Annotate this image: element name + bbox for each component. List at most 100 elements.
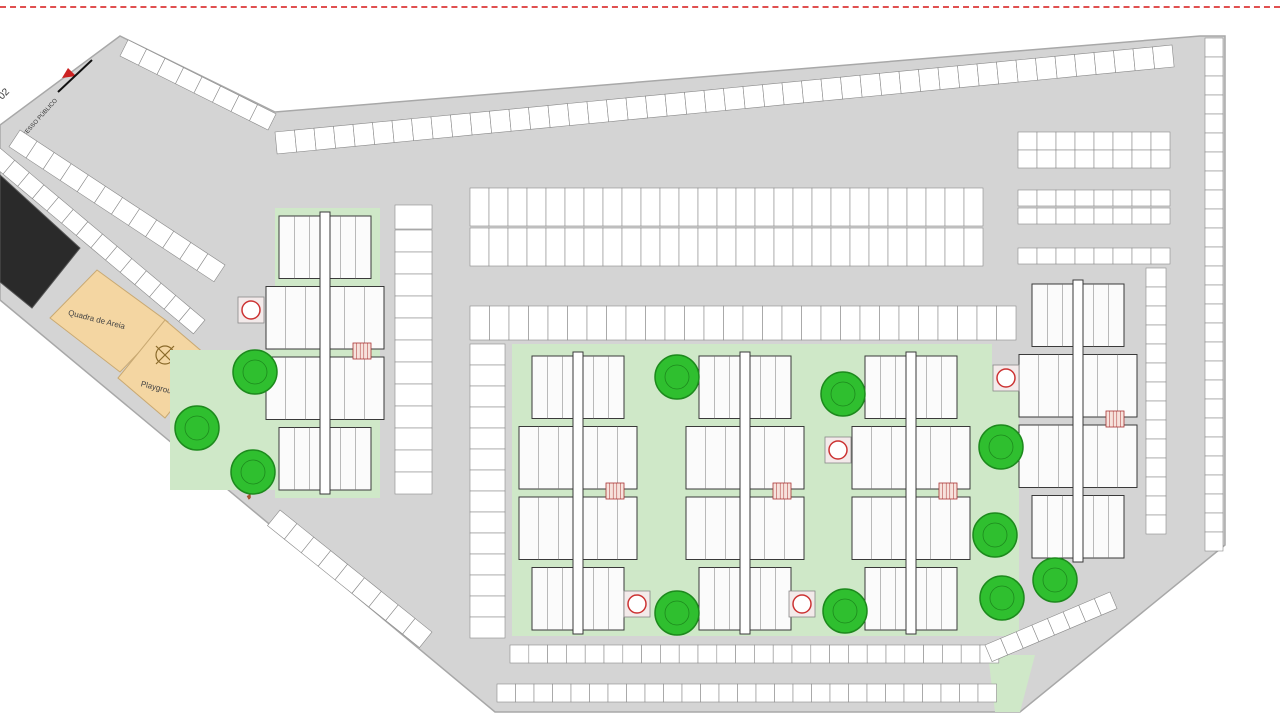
parking-space xyxy=(1017,247,1038,265)
parking-space xyxy=(1036,131,1057,151)
parking-space xyxy=(469,574,506,597)
parking-space xyxy=(607,683,627,703)
parking-space xyxy=(1204,151,1224,172)
parking-space xyxy=(879,71,902,96)
parking-space xyxy=(918,67,941,92)
parking-space xyxy=(959,683,979,703)
hydrant-ring xyxy=(996,368,1016,388)
parking-space xyxy=(716,187,737,227)
parking-space xyxy=(469,406,506,429)
hydrant-icon xyxy=(992,364,1020,392)
parking-space xyxy=(1204,170,1224,191)
tree-canopy xyxy=(174,405,220,451)
parking-space xyxy=(533,683,553,703)
parking-space xyxy=(602,227,623,267)
parking-space xyxy=(1204,56,1224,77)
parking-space xyxy=(887,187,908,227)
parking-space xyxy=(801,78,824,104)
parking-space xyxy=(394,251,433,275)
parking-space xyxy=(644,683,664,703)
tree-ring xyxy=(1042,567,1068,593)
parking-space xyxy=(566,644,586,664)
parking-space xyxy=(866,644,887,664)
parking-space xyxy=(885,644,906,664)
parking-space xyxy=(1145,495,1167,516)
parking-space xyxy=(762,305,783,341)
parking-space xyxy=(1074,189,1095,207)
parking-space xyxy=(903,683,923,703)
parking-space xyxy=(1035,56,1058,81)
parking-space xyxy=(820,76,843,102)
parking-space xyxy=(394,471,433,495)
parking-space xyxy=(1145,381,1167,402)
tree-canopy xyxy=(654,354,700,400)
parking-space xyxy=(1017,149,1038,169)
parking-space xyxy=(586,305,607,341)
parking-space xyxy=(1145,267,1167,288)
parking-space xyxy=(1204,493,1224,514)
parking-space xyxy=(1145,400,1167,421)
parking-space xyxy=(849,187,870,227)
parking-space xyxy=(723,86,746,111)
parking-space xyxy=(515,683,535,703)
parking-space xyxy=(586,99,609,124)
parking-space xyxy=(879,305,900,341)
parking-space xyxy=(1112,207,1133,225)
parking-space xyxy=(868,187,889,227)
tree-icon xyxy=(654,590,700,636)
parking-space xyxy=(528,644,548,664)
building-corridor xyxy=(572,351,584,635)
parking-space xyxy=(716,227,737,267)
parking-space xyxy=(1145,286,1167,307)
parking-space xyxy=(1054,54,1077,79)
parking-space xyxy=(1145,324,1167,345)
parking-space xyxy=(792,227,813,267)
parking-space xyxy=(1131,189,1152,207)
parking-space xyxy=(621,227,642,267)
tree-canopy xyxy=(820,371,866,417)
parking-space xyxy=(469,616,506,639)
parking-space xyxy=(1132,46,1155,72)
parking-space xyxy=(1204,322,1224,343)
parking-space xyxy=(333,124,356,149)
parking-space xyxy=(866,683,886,703)
parking-space xyxy=(625,305,646,341)
parking-space xyxy=(716,644,736,664)
parking-space xyxy=(1150,247,1171,265)
parking-space xyxy=(196,253,226,283)
parking-space xyxy=(996,59,1019,85)
parking-space xyxy=(1204,246,1224,267)
tree-icon xyxy=(972,512,1018,558)
parking-space xyxy=(469,427,506,450)
parking-space xyxy=(372,120,395,145)
parking-space xyxy=(1204,455,1224,476)
parking-space xyxy=(526,227,547,267)
parking-space xyxy=(755,683,775,703)
parking-space xyxy=(352,122,375,147)
parking-space xyxy=(1145,438,1167,459)
parking-space xyxy=(509,644,530,664)
parking-space xyxy=(547,103,570,128)
parking-space xyxy=(469,448,506,471)
parking-space xyxy=(1112,149,1133,169)
parking-space xyxy=(1204,37,1224,58)
parking-space xyxy=(976,305,997,341)
parking-space xyxy=(1074,52,1097,77)
parking-space xyxy=(394,405,433,429)
parking-space xyxy=(868,227,889,267)
building-corridor xyxy=(739,351,751,635)
parking-space xyxy=(937,305,958,341)
parking-space xyxy=(394,339,433,363)
parking-space xyxy=(996,305,1017,341)
parking-space xyxy=(249,104,277,131)
parking-space xyxy=(1112,189,1133,207)
page-border xyxy=(0,6,1280,8)
parking-space xyxy=(1093,591,1118,616)
stair-outline xyxy=(605,482,625,500)
parking-space xyxy=(681,683,701,703)
parking-space xyxy=(1204,265,1224,286)
parking-space xyxy=(735,227,756,267)
tree-icon xyxy=(1032,557,1078,603)
tree-canopy xyxy=(972,512,1018,558)
parking-space xyxy=(773,227,794,267)
